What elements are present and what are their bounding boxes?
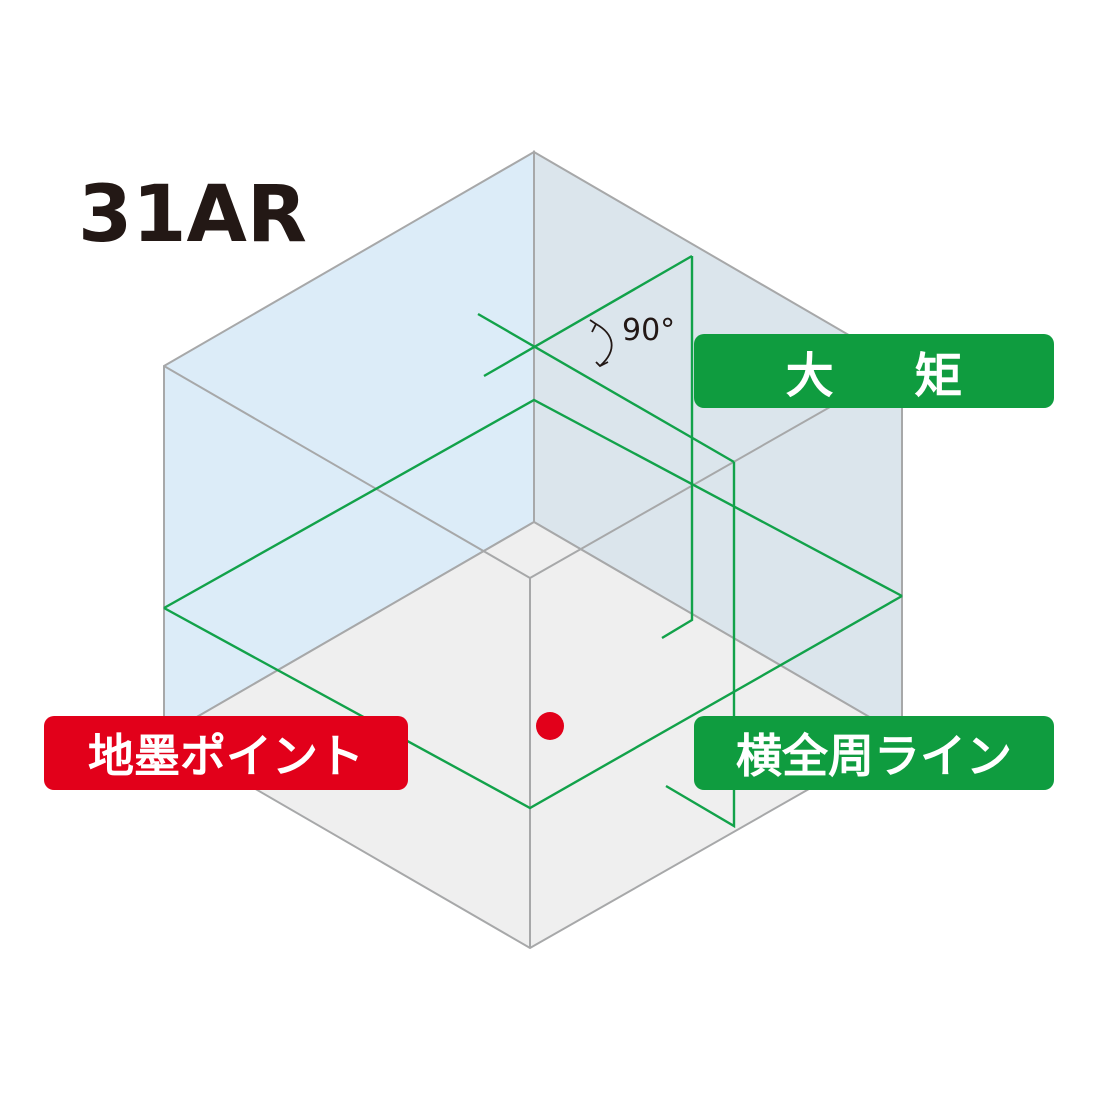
horizontal-line-label: 横全周ライン [694, 716, 1054, 790]
laser-lines [163, 254, 903, 829]
ground-point-dot [536, 712, 564, 740]
angle-label: 90° [622, 313, 676, 348]
plumb-line-label: 大 矩 [694, 334, 1054, 408]
horizontal-line-back [163, 398, 903, 610]
model-name: 31AR [78, 170, 307, 260]
vertical-line-back [661, 256, 694, 640]
ground-point-label: 地墨ポイント [44, 716, 408, 790]
ceiling-cross-b [483, 254, 693, 378]
horizontal-line-front [163, 594, 903, 810]
vertical-line-front [665, 462, 736, 829]
right-angle-arrow [589, 319, 613, 368]
